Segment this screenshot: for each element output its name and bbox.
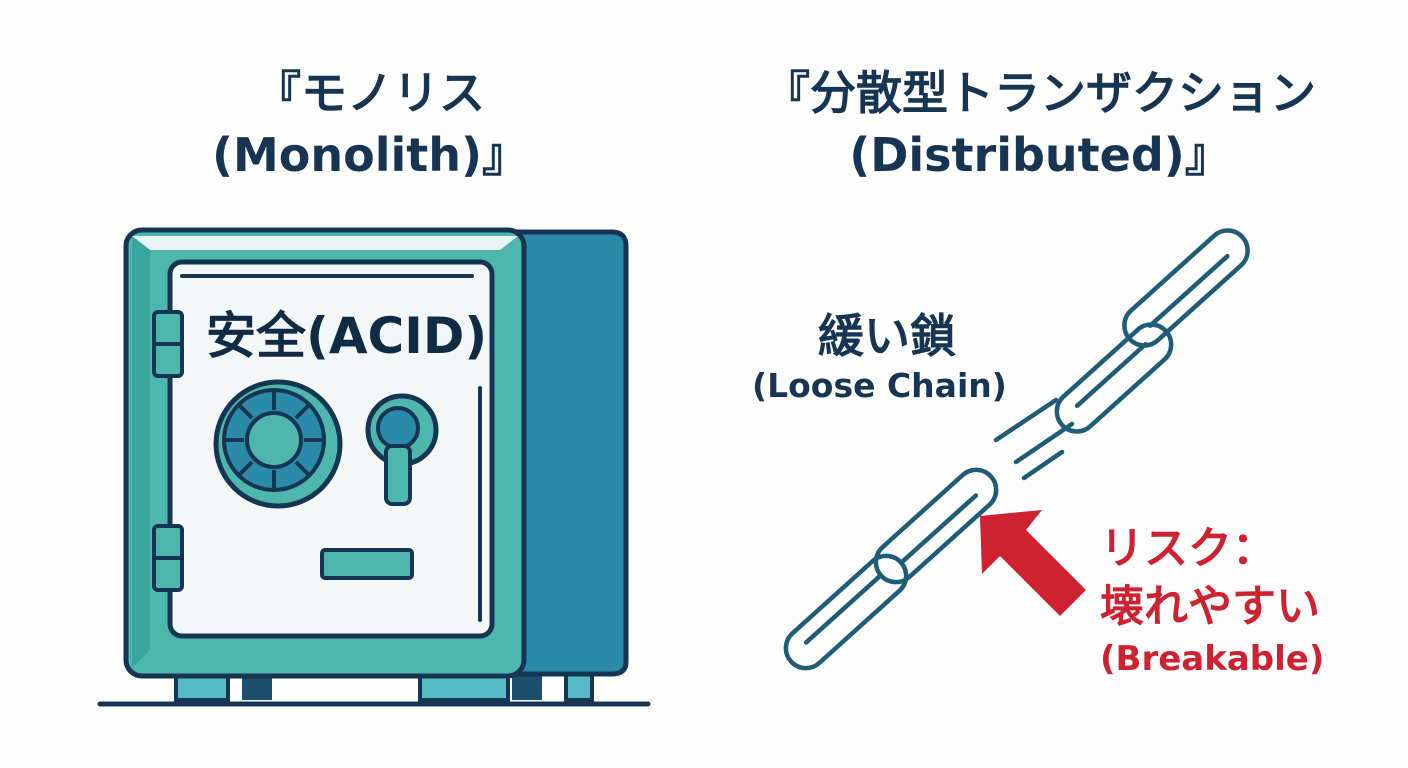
safe-top-bevel xyxy=(132,236,518,250)
chain-icon xyxy=(783,228,1250,671)
chain-link-2 xyxy=(873,467,999,585)
safe-left-bevel xyxy=(132,236,150,668)
distributed-title-en: (Distributed)』 xyxy=(849,128,1231,182)
monolith-title-jp: 『モノリス xyxy=(255,66,485,120)
keyhole-knob xyxy=(376,406,420,450)
chain-link-3 xyxy=(1054,322,1174,434)
dial-tick-8 xyxy=(236,460,254,478)
risk-label-jp: 壊れやすい xyxy=(1100,581,1320,632)
chain-label-en: (Loose Chain) xyxy=(752,366,1007,405)
monolith-title-en: (Monolith)』 xyxy=(211,128,529,182)
arrow-icon xyxy=(980,510,1086,616)
safe-label: 安全(ACID) xyxy=(206,307,488,365)
safe-slot xyxy=(320,548,414,580)
distributed-title: 『分散型トランザクション (Distributed)』 xyxy=(700,62,1380,186)
dial-tick-7 xyxy=(294,402,312,420)
chain-break-gap xyxy=(993,397,1075,481)
chain-link-1 xyxy=(783,553,909,671)
distributed-title-jp: 『分散型トランザクション xyxy=(764,66,1316,120)
keyhole-icon xyxy=(365,393,439,506)
dial-tick-5 xyxy=(236,402,254,420)
safe-icon xyxy=(97,227,651,707)
chain-label-jp: 緩い鎖 xyxy=(818,309,956,363)
risk-label-title: リスク： xyxy=(1100,523,1276,574)
monolith-title: 『モノリス (Monolith)』 xyxy=(130,62,610,186)
dial-icon xyxy=(213,379,343,509)
hinge-icon xyxy=(152,310,184,592)
risk-label: リスク： 壊れやすい (Breakable) xyxy=(1100,520,1324,682)
keyhole-handle xyxy=(384,444,412,506)
risk-label-en: (Breakable) xyxy=(1100,639,1325,679)
dial-tick-6 xyxy=(294,460,312,478)
dial-knob xyxy=(245,411,303,469)
chain-link-4 xyxy=(1122,228,1250,348)
safe-side xyxy=(497,229,629,677)
